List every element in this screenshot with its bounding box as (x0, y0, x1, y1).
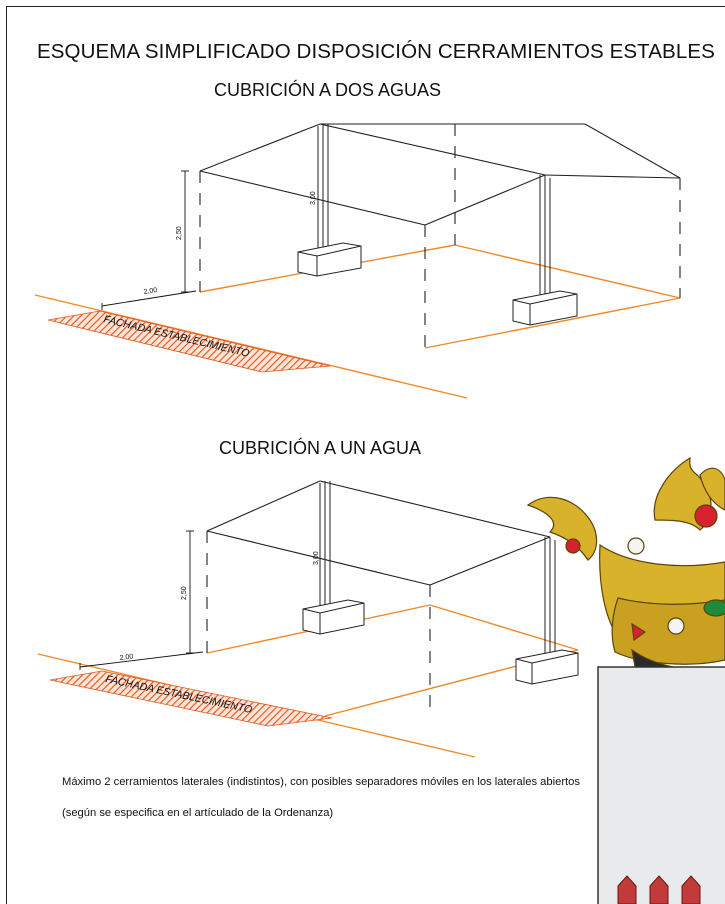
offset-label: 2,00 (119, 653, 133, 662)
ridge-label: 3,00 (310, 191, 317, 205)
dashed-posts (199, 124, 681, 348)
pole-bases (302, 599, 579, 685)
facade-strip (47, 310, 331, 373)
coat-of-arms (526, 456, 725, 904)
tower-icon (617, 875, 701, 904)
dimension-lines (79, 530, 204, 670)
offset-label: 2,00 (143, 287, 158, 296)
roof-frame (199, 123, 681, 226)
note-line-2: (según se especifica en el artículado de… (62, 807, 334, 819)
roof-frame (206, 480, 551, 586)
height-label: 2,50 (181, 586, 188, 600)
facade-strip (49, 670, 333, 727)
diagram-two-slopes: FACHADA ESTABLECIMIENTO (34, 123, 681, 399)
ground-lines (34, 244, 681, 399)
section-heading-two-slopes: CUBRICIÓN A DOS AGUAS (214, 80, 442, 100)
ridge-label: 3,00 (313, 551, 320, 565)
dimension-lines (101, 170, 197, 310)
shield-icon (597, 666, 725, 904)
pole-bases (297, 242, 578, 326)
central-poles (317, 124, 551, 320)
note-line-1: Máximo 2 cerramientos laterales (indisti… (62, 776, 580, 788)
page-title: ESQUEMA SIMPLIFICADO DISPOSICIÓN CERRAMI… (37, 40, 715, 63)
diagram-one-slope: FACHADA ESTABLECIMIENTO (37, 480, 579, 758)
page-frame (6, 6, 725, 904)
section-heading-one-slope: CUBRICIÓN A UN AGUA (219, 438, 422, 458)
height-label: 2,50 (176, 226, 183, 240)
central-poles (319, 481, 556, 680)
